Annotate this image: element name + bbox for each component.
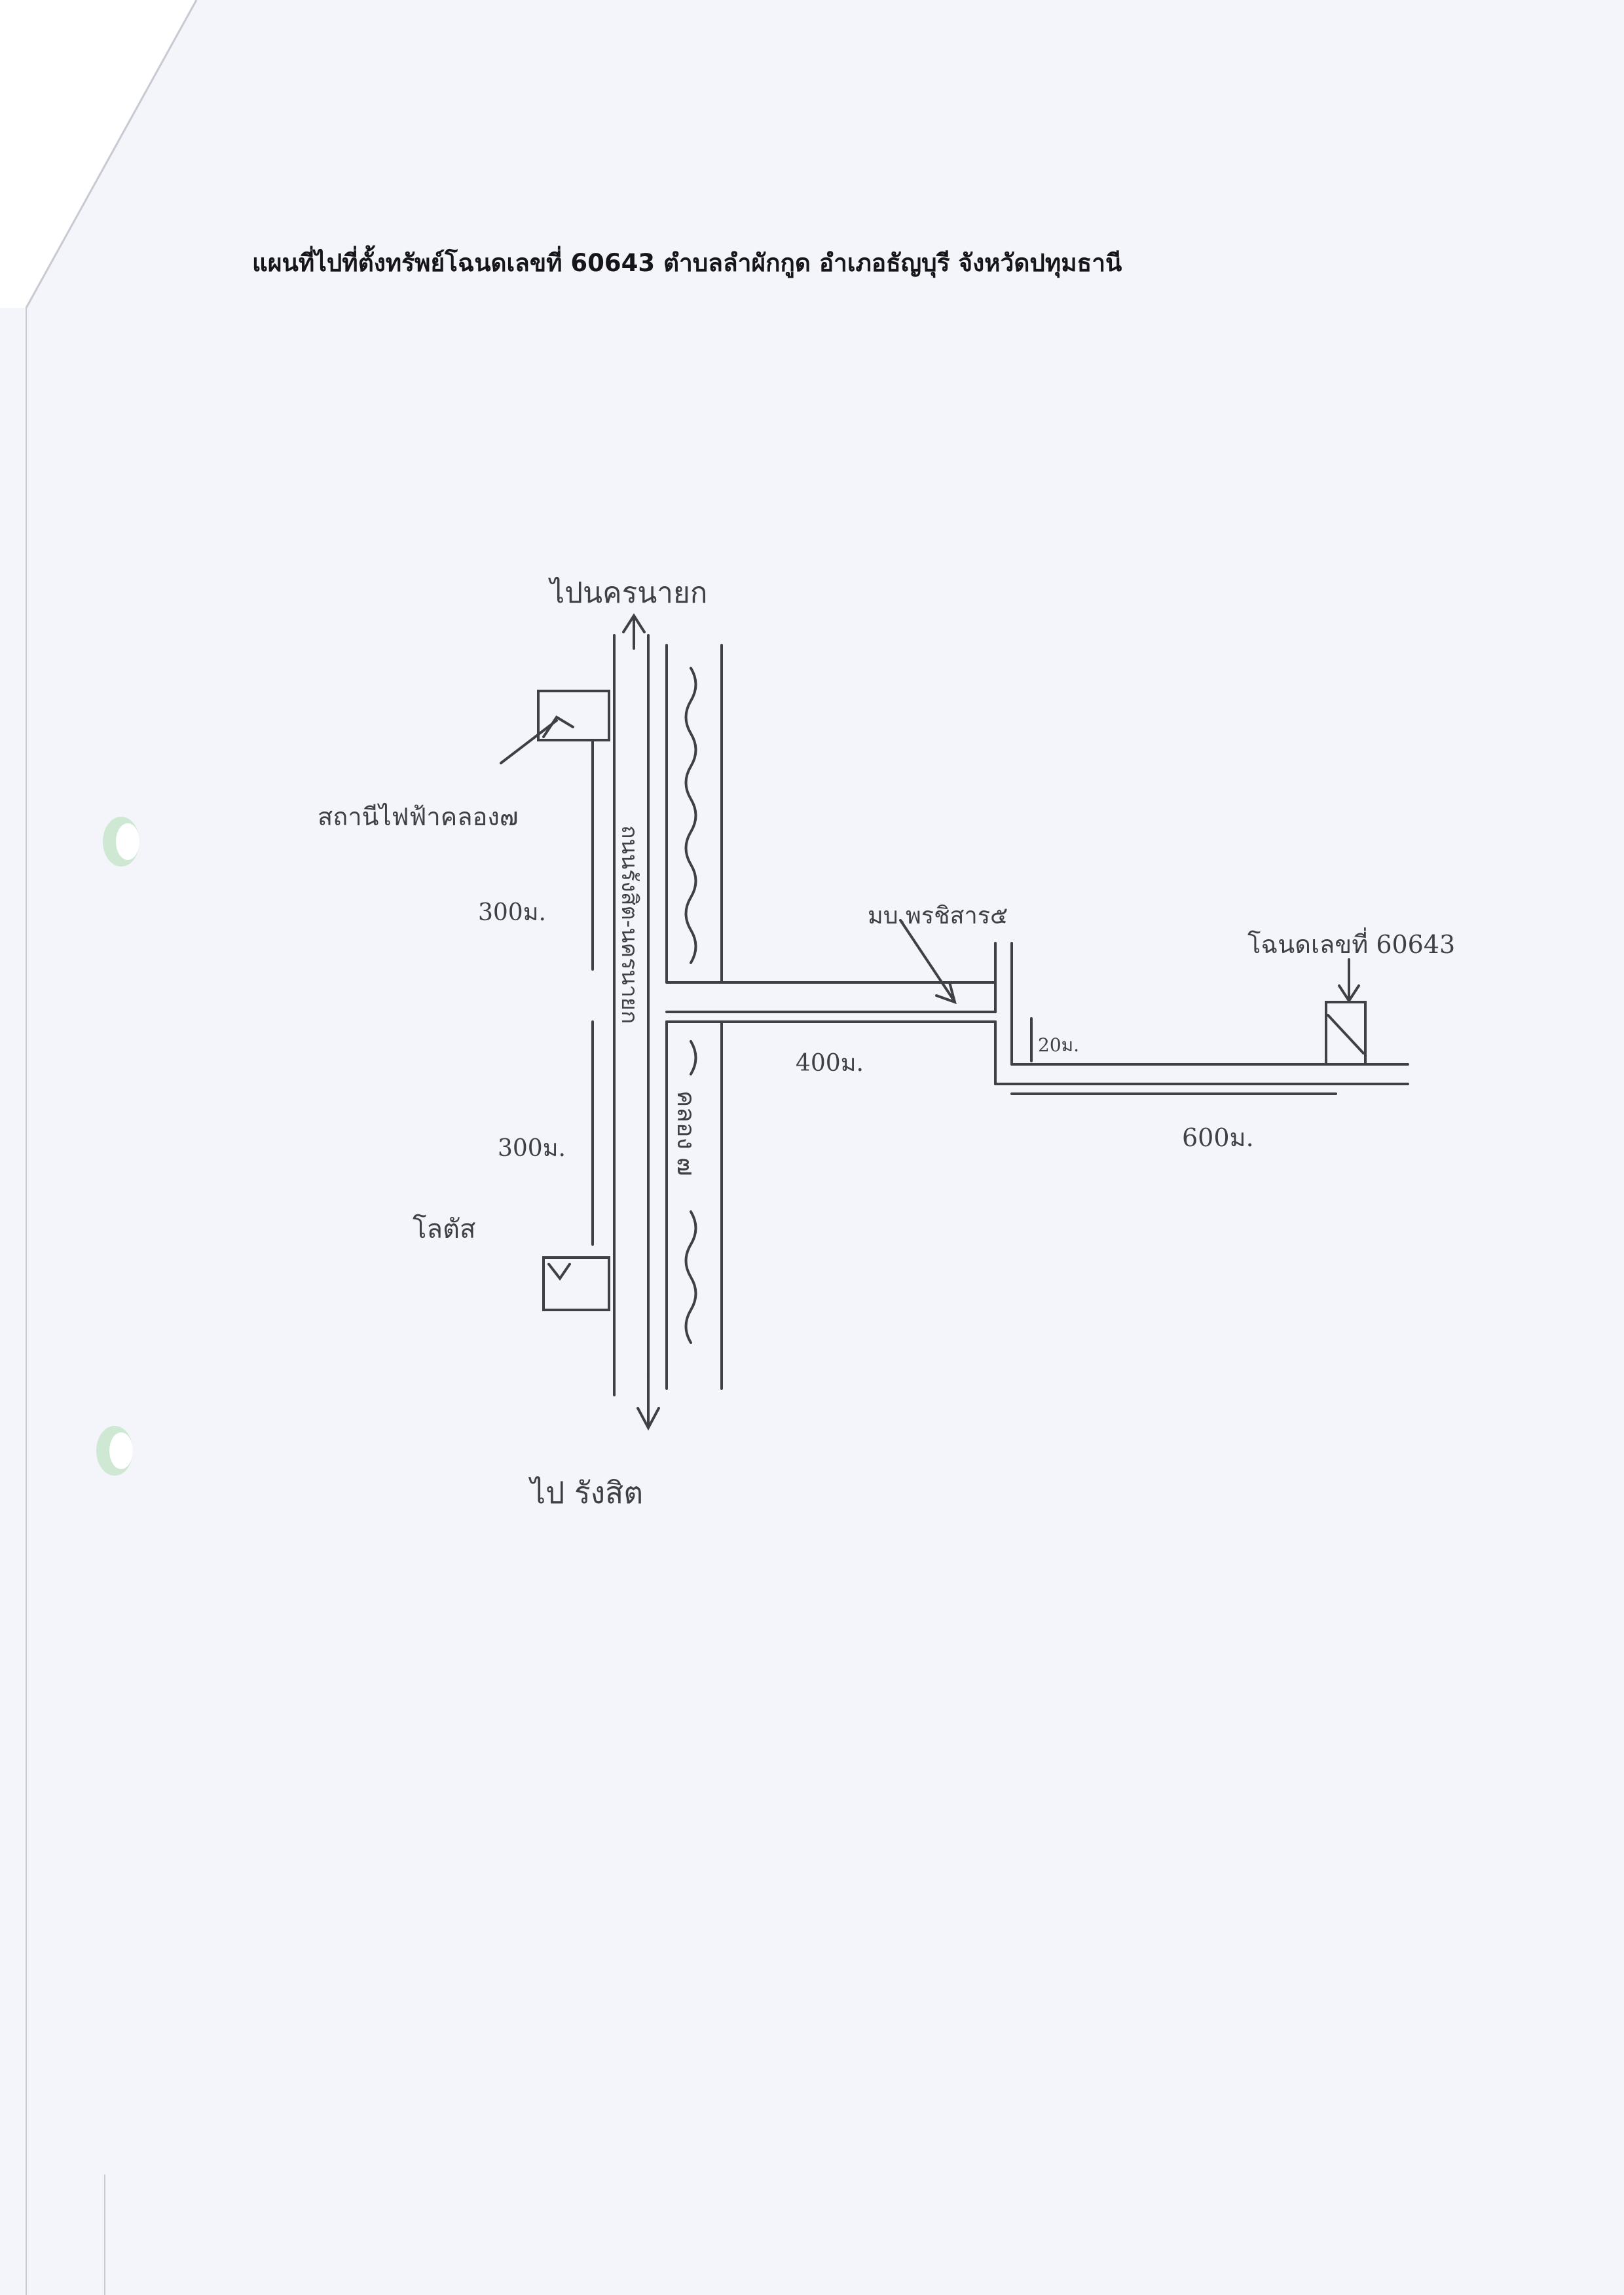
canal-water-lower-b bbox=[684, 1210, 697, 1344]
label-village: มบ.พรชิสาร๕ bbox=[868, 903, 1008, 929]
arrow-north bbox=[622, 613, 646, 633]
label-canal: คลอง ๗ bbox=[672, 1091, 701, 1176]
canal-water-upper bbox=[684, 667, 697, 964]
distance-small-jog: 20ม. bbox=[1038, 1034, 1079, 1056]
canal-water-lower-a bbox=[690, 1040, 697, 1075]
distance-east-road: 400ม. bbox=[796, 1050, 864, 1077]
label-power-station: สถานีไฟฟ้าคลอง๗ bbox=[318, 802, 518, 831]
label-deed: โฉนดเลขที่ 60643 bbox=[1247, 927, 1455, 959]
distance-south-segment: 300ม. bbox=[498, 1135, 566, 1162]
lotus-marker bbox=[542, 1256, 610, 1311]
deed-parcel-marker bbox=[1325, 1001, 1367, 1066]
distance-final-road: 600ม. bbox=[1182, 1123, 1254, 1152]
page-title: แผนที่ไปที่ตั้งทรัพย์โฉนดเลขที่ 60643 ตำ… bbox=[252, 249, 1122, 277]
power-station-marker bbox=[537, 690, 610, 741]
label-to-north: ไปนครนายก bbox=[548, 576, 707, 610]
arrow-to-parcel bbox=[1338, 984, 1360, 1003]
page-fold bbox=[0, 0, 196, 308]
distance-north-segment: 300ม. bbox=[478, 899, 546, 926]
label-to-south: ไป รังสิต bbox=[528, 1475, 643, 1510]
arrow-south bbox=[637, 1407, 660, 1431]
label-main-road: ถนนรังสิต-นครนายก bbox=[616, 825, 642, 1024]
label-lotus: โลตัส bbox=[413, 1214, 475, 1244]
